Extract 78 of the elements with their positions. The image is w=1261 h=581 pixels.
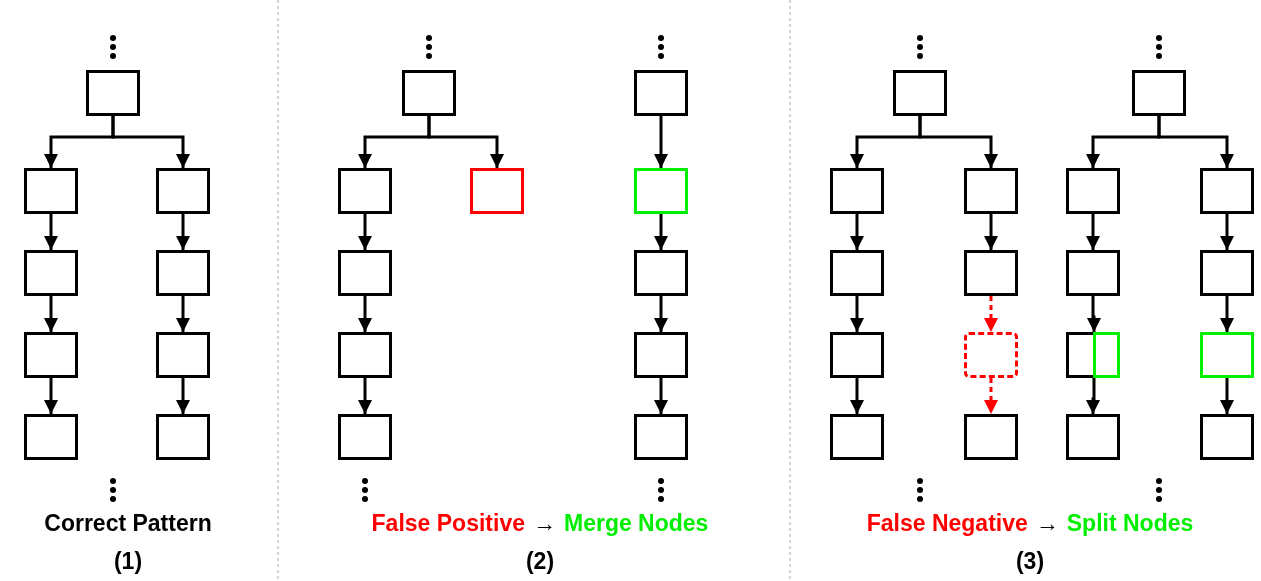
arrow bbox=[918, 116, 998, 168]
arrow bbox=[358, 214, 372, 250]
node-box bbox=[24, 414, 78, 460]
arrow bbox=[984, 296, 998, 332]
arrow bbox=[427, 116, 504, 168]
node-box bbox=[1066, 414, 1120, 460]
arrow bbox=[654, 116, 668, 168]
node-box bbox=[1200, 168, 1254, 214]
caption-text: False Negative bbox=[866, 512, 1028, 535]
arrow bbox=[654, 378, 668, 414]
missing-node-box bbox=[964, 332, 1018, 378]
node-box bbox=[156, 414, 210, 460]
node-box bbox=[634, 250, 688, 296]
node-box bbox=[402, 70, 456, 116]
node-box bbox=[156, 168, 210, 214]
caption-text: False Positive bbox=[371, 512, 525, 535]
node-box bbox=[830, 414, 884, 460]
node-box bbox=[156, 250, 210, 296]
false-node-box bbox=[470, 168, 524, 214]
arrow bbox=[1087, 296, 1101, 332]
arrow bbox=[654, 296, 668, 332]
arrow bbox=[1220, 296, 1234, 332]
node-box bbox=[1132, 70, 1186, 116]
arrow bbox=[358, 296, 372, 332]
arrow bbox=[176, 296, 190, 332]
node-box bbox=[964, 414, 1018, 460]
node-box bbox=[338, 414, 392, 460]
arrow bbox=[111, 116, 190, 168]
node-box bbox=[338, 250, 392, 296]
node-box bbox=[634, 332, 688, 378]
arrow bbox=[44, 214, 58, 250]
arrow-symbol: → bbox=[1035, 512, 1059, 535]
arrow bbox=[176, 378, 190, 414]
corrected-node-box bbox=[1093, 332, 1120, 378]
node-box bbox=[156, 332, 210, 378]
arrow bbox=[654, 214, 668, 250]
node-box bbox=[893, 70, 947, 116]
node-box bbox=[830, 332, 884, 378]
node-box bbox=[634, 414, 688, 460]
panel-number: (2) bbox=[525, 550, 555, 573]
corrected-node-box bbox=[634, 168, 688, 214]
node-box bbox=[830, 250, 884, 296]
corrected-node-box bbox=[1200, 332, 1254, 378]
arrow bbox=[44, 296, 58, 332]
node-box bbox=[964, 250, 1018, 296]
node-box bbox=[1066, 332, 1120, 378]
node-box bbox=[634, 70, 688, 116]
node-box bbox=[1200, 250, 1254, 296]
node-box bbox=[964, 168, 1018, 214]
node-box bbox=[830, 168, 884, 214]
arrow bbox=[984, 214, 998, 250]
caption-text: Merge Nodes bbox=[564, 512, 709, 535]
node-box bbox=[1066, 250, 1120, 296]
node-box bbox=[338, 332, 392, 378]
node-box bbox=[24, 250, 78, 296]
arrow bbox=[850, 378, 864, 414]
caption-text: Correct Pattern bbox=[44, 512, 212, 535]
arrow bbox=[1086, 378, 1100, 414]
panel-number: (3) bbox=[1015, 550, 1045, 573]
arrow bbox=[850, 214, 864, 250]
arrow bbox=[176, 214, 190, 250]
arrow bbox=[44, 378, 58, 414]
node-box bbox=[1200, 414, 1254, 460]
caption-text: Split Nodes bbox=[1066, 512, 1194, 535]
node-box bbox=[86, 70, 140, 116]
node-box bbox=[338, 168, 392, 214]
arrow bbox=[1220, 378, 1234, 414]
arrow bbox=[1086, 214, 1100, 250]
node-box bbox=[1066, 168, 1120, 214]
node-box bbox=[24, 332, 78, 378]
panel-number: (1) bbox=[113, 550, 143, 573]
arrow bbox=[850, 296, 864, 332]
arrow bbox=[984, 378, 998, 414]
node-box bbox=[24, 168, 78, 214]
arrow bbox=[358, 378, 372, 414]
arrow-symbol: → bbox=[533, 512, 556, 535]
arrow bbox=[1157, 116, 1234, 168]
arrow bbox=[1220, 214, 1234, 250]
